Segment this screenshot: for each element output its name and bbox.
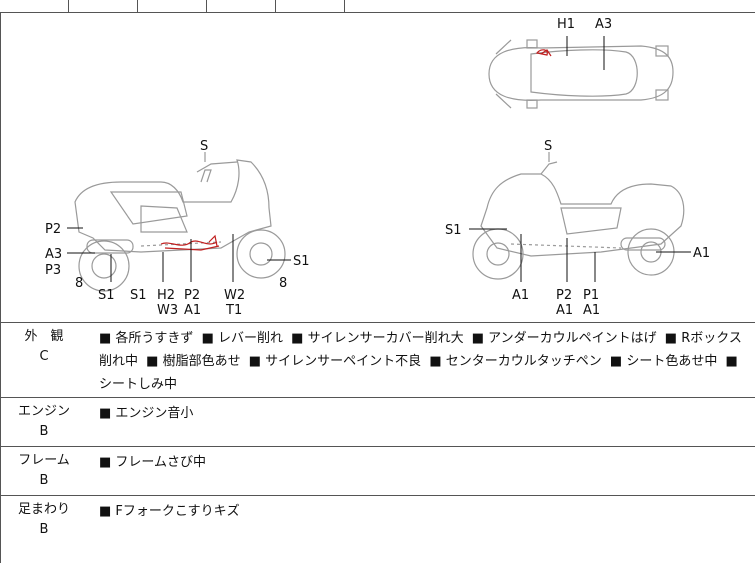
category-grade: B <box>39 473 49 488</box>
header-cell <box>69 0 138 12</box>
scooter-top-view <box>488 39 674 109</box>
label-a3: A3 <box>595 17 612 32</box>
label-s-right: S <box>544 139 552 154</box>
category-cell: 外 観 C <box>1 323 87 367</box>
category-name: エンジン <box>17 404 70 419</box>
label-p2-bottom: P2 <box>184 288 200 303</box>
row-exterior: 外 観 C 各所うすきず レバー削れ サイレンサーカバー削れ大 アンダーカウルペ… <box>1 323 755 398</box>
label-a1-bottom: A1 <box>184 303 201 318</box>
label-a1-rv-right: A1 <box>693 246 710 261</box>
scooter-left-view <box>74 152 286 292</box>
condition-items: Fフォークこすりキズ <box>99 496 755 523</box>
label-a1-rv-b: A1 <box>556 303 573 318</box>
label-w3: W3 <box>157 303 178 318</box>
category-grade: B <box>39 424 49 439</box>
header-cell <box>0 0 69 12</box>
condition-item: フレームさび中 <box>99 455 206 470</box>
label-8-right: 8 <box>279 276 287 291</box>
header-cell <box>276 0 345 12</box>
label-s1-b: S1 <box>130 288 147 303</box>
condition-item: アンダーカウルペイントはげ <box>472 331 657 346</box>
damage-diagram: H1 A3 S P2 A3 P3 8 S1 S1 H2 W3 P2 A1 W2 … <box>0 12 755 323</box>
label-p2-rv: P2 <box>556 288 572 303</box>
row-frame: フレーム B フレームさび中 <box>1 447 755 496</box>
label-s1-rv: S1 <box>445 223 462 238</box>
condition-item: 樹脂部色あせ <box>146 354 240 369</box>
label-t1: T1 <box>225 303 242 318</box>
condition-items: フレームさび中 <box>99 447 755 474</box>
label-p3-left: P3 <box>45 263 61 278</box>
header-table-strip <box>0 0 755 13</box>
category-name: 外 観 <box>24 329 64 344</box>
condition-item: サイレンサーカバー削れ大 <box>291 331 463 346</box>
label-h1: H1 <box>557 17 575 32</box>
row-engine: エンジン B エンジン音小 <box>1 398 755 447</box>
label-a1-rv-c: A1 <box>583 303 600 318</box>
label-s1-right: S1 <box>293 254 310 269</box>
condition-rows: 外 観 C 各所うすきず レバー削れ サイレンサーカバー削れ大 アンダーカウルペ… <box>0 323 755 563</box>
category-name: 足まわり <box>17 502 70 517</box>
condition-item: Fフォークこすりキズ <box>99 504 240 519</box>
condition-item: シート色あせ中 <box>610 354 717 369</box>
label-s-left: S <box>200 139 208 154</box>
category-cell: エンジン B <box>1 398 87 442</box>
row-suspension: 足まわり B Fフォークこすりキズ <box>1 496 755 563</box>
label-p1-rv: P1 <box>583 288 599 303</box>
category-grade: C <box>39 349 49 364</box>
scooter-right-view <box>472 152 685 280</box>
header-cell <box>207 0 276 12</box>
condition-items: エンジン音小 <box>99 398 755 425</box>
header-cell <box>138 0 207 12</box>
condition-item: サイレンサーペイント不良 <box>249 354 421 369</box>
category-name: フレーム <box>18 453 70 468</box>
label-w2: W2 <box>224 288 245 303</box>
label-s1-a: S1 <box>98 288 115 303</box>
label-a3-left: A3 <box>45 247 62 262</box>
category-cell: フレーム B <box>1 447 87 491</box>
condition-item: レバー削れ <box>202 331 283 346</box>
scooter-diagram-svg: H1 A3 S P2 A3 P3 8 S1 S1 H2 W3 P2 A1 W2 … <box>45 17 710 318</box>
label-p2-left: P2 <box>45 222 61 237</box>
condition-item: エンジン音小 <box>99 406 193 421</box>
category-cell: 足まわり B <box>1 496 87 540</box>
condition-items: 各所うすきず レバー削れ サイレンサーカバー削れ大 アンダーカウルペイントはげ … <box>99 323 755 396</box>
category-grade: B <box>39 522 49 537</box>
label-8-left: 8 <box>75 276 83 291</box>
condition-item: センターカウルタッチペン <box>429 354 601 369</box>
condition-item: 各所うすきず <box>99 331 193 346</box>
label-a1-rv-a: A1 <box>512 288 529 303</box>
label-h2: H2 <box>157 288 175 303</box>
